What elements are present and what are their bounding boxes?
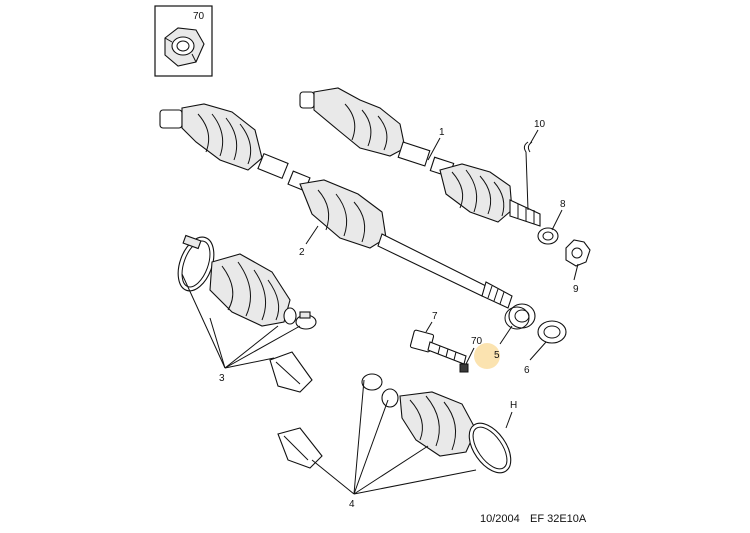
leader-lines [181,129,579,495]
nut-icon [164,27,205,67]
boot-kit-4 [277,373,512,474]
footer-date: 10/2004 [480,513,520,525]
callout-5: 5 [494,350,500,361]
hub-nut-8 [537,227,559,245]
nut-70-marker [459,363,469,373]
callout-2: 2 [299,247,305,258]
bolt-7 [409,329,467,365]
footer-code: EF 32E10A [530,513,587,525]
callout-6: 6 [524,365,530,376]
callout-10: 10 [534,119,546,130]
lock-washer-9 [565,239,591,267]
drive-shaft-1 [299,87,541,227]
callout-70: 70 [471,336,483,347]
seal-6 [537,320,567,344]
callout-8: 8 [560,199,566,210]
callout-3: 3 [219,373,225,384]
drive-shaft-2 [159,103,513,309]
boot-kit-3 [177,234,317,393]
inset-box: 70 [154,5,213,77]
highlight-marker [474,343,500,369]
bearing-5 [504,303,536,330]
callout-1: 1 [439,127,445,138]
callout-7: 7 [432,311,438,322]
callout-H: H [510,400,517,411]
inset-ref-label: 70 [193,11,205,22]
callout-4: 4 [349,499,355,510]
cotter-pin-10 [523,141,533,211]
callout-9: 9 [573,284,579,295]
